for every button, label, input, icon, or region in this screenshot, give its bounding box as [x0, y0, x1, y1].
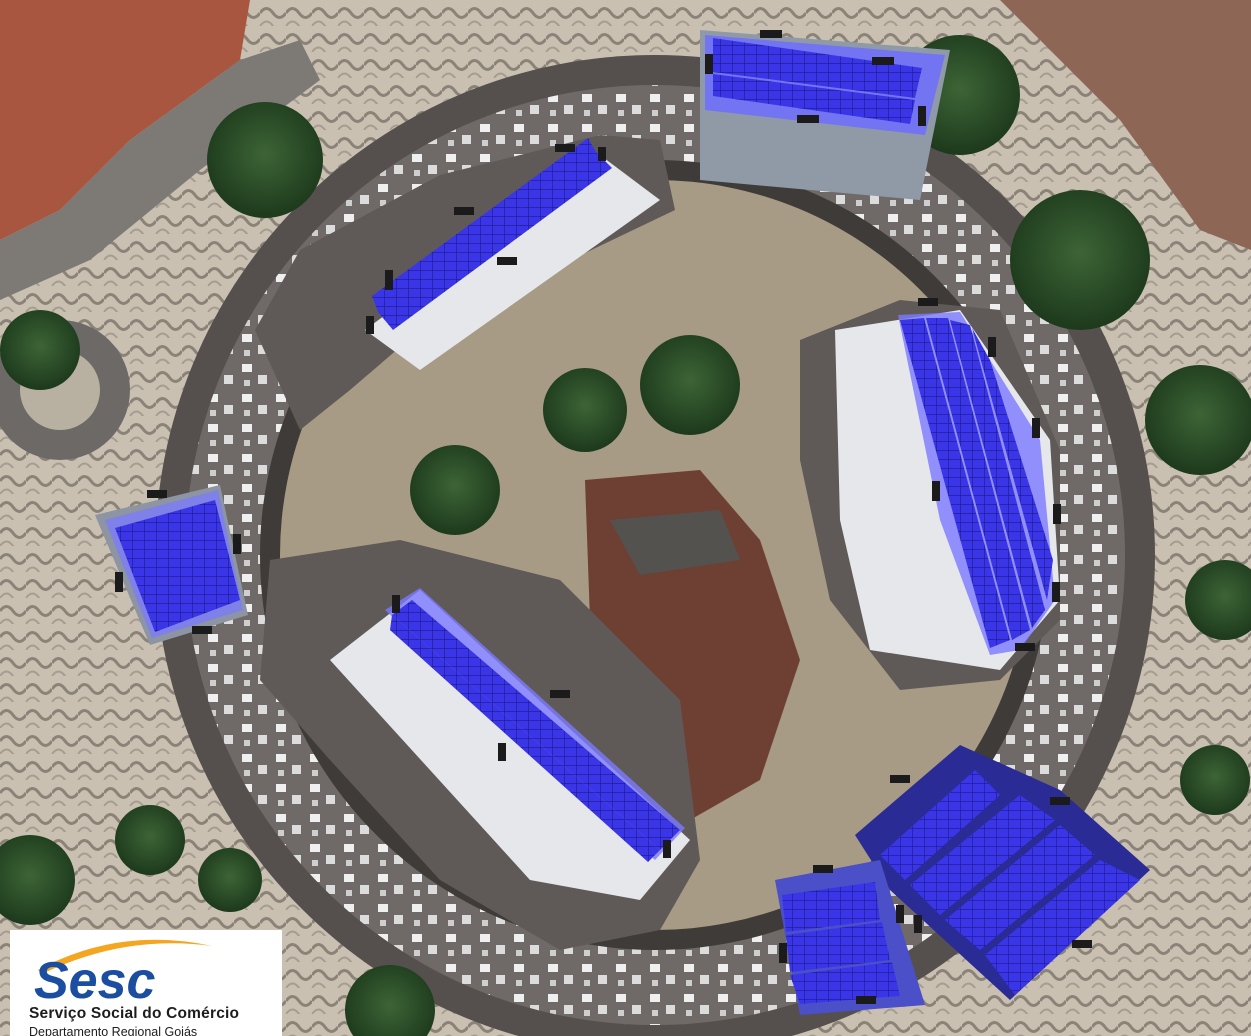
solar-array-right — [900, 318, 1053, 648]
sesc-wordmark: Sesc — [34, 952, 156, 1004]
solar-array-bottom-right — [880, 770, 1140, 995]
street-tree — [1180, 745, 1250, 815]
house-roofs-right — [1000, 0, 1251, 250]
street-tree — [115, 805, 185, 875]
street-left — [0, 40, 320, 300]
street-tree — [1185, 560, 1251, 640]
street-tree — [207, 102, 323, 218]
street-tree — [0, 835, 75, 925]
solar-array-bottom-left — [390, 600, 680, 862]
street-tree — [0, 310, 80, 390]
sesc-regional-department: Departamento Regional Goiás — [29, 1025, 198, 1036]
sesc-logo-icon: Sesc — [34, 939, 212, 1004]
sesc-logo-panel: Sesc Serviço Social do Comércio Departam… — [10, 930, 282, 1036]
house-roofs-left — [0, 0, 250, 240]
white-roof-bottom-left — [330, 590, 690, 900]
courtyard-tree — [543, 368, 627, 452]
courtyard-tree — [410, 445, 500, 535]
solar-array-top — [713, 38, 922, 124]
street-tree — [1145, 365, 1251, 475]
street-tree — [198, 848, 262, 912]
solar-array-left — [115, 500, 240, 632]
solar-array-top-left — [372, 138, 612, 330]
solar-arrays — [115, 38, 1140, 1004]
equipment-tags — [115, 30, 1092, 1004]
sesc-organization-name: Serviço Social do Comércio — [29, 1005, 240, 1022]
street-tree — [1010, 190, 1150, 330]
courtyard-tree — [640, 335, 740, 435]
street-tree — [345, 965, 435, 1036]
central-tower — [610, 510, 740, 575]
solar-array-bottom — [782, 882, 900, 1004]
